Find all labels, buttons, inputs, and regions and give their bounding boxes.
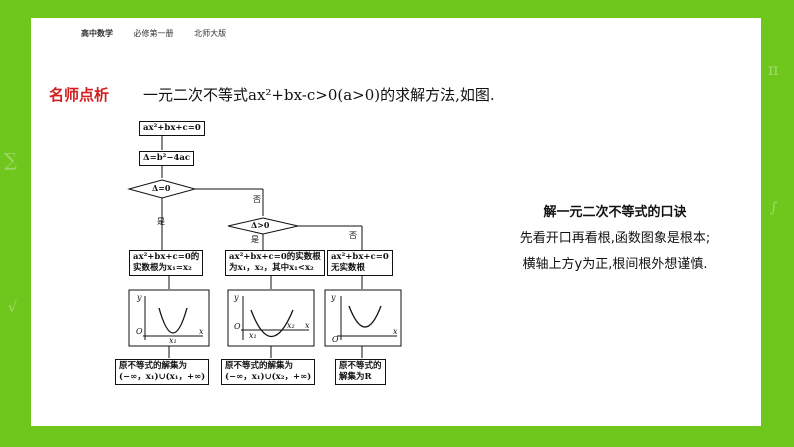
mnemonic-line-2: 横轴上方y为正,根间根外想谨慎.	[522, 257, 708, 272]
header-publisher: 北师大版	[194, 29, 227, 38]
section-tag: 名师点析	[49, 86, 110, 104]
intro-text: 一元二次不等式ax²+bx-c>0(a>0)的求解方法,如图.	[143, 86, 495, 104]
graph-1	[128, 289, 210, 347]
mnemonic-title: 解一元二次不等式的口诀	[543, 205, 687, 220]
graph-2-root-1: x₁	[249, 331, 257, 340]
chalk-decoration: ∫	[770, 200, 778, 216]
graph-2-root-2: x₂	[287, 321, 295, 330]
slide-card: 高中数学 必修第一册 北师大版 名师点析 一元二次不等式ax²+bx-c>0(a…	[31, 18, 761, 426]
yes-label-1: 是	[157, 217, 165, 226]
slide-header: 高中数学 必修第一册 北师大版	[81, 28, 244, 39]
no-label-1: 否	[253, 195, 261, 204]
mnemonic-panel: 解一元二次不等式的口诀 先看开口再看根,函数图象是根本; 横轴上方y为正,根间根…	[485, 200, 745, 278]
header-book: 必修第一册	[133, 29, 174, 38]
graph-3-origin: O	[332, 335, 339, 344]
mnemonic-line-1: 先看开口再看根,函数图象是根本;	[519, 231, 711, 246]
graph-1-y: y	[137, 293, 142, 302]
graph-2-origin: O	[234, 322, 241, 331]
header-subject: 高中数学	[81, 29, 113, 38]
side-tab	[751, 300, 761, 340]
graph-3-y: y	[331, 293, 336, 302]
case-2-box: ax²+bx+c=0的实数根为x₁，x₂，其中x₁<x₂	[225, 250, 325, 276]
cond-delta-zero: Δ=0	[152, 183, 171, 193]
chalk-decoration: ∑	[4, 150, 17, 171]
graph-1-origin: O	[136, 327, 143, 336]
graph-1-x: x	[199, 327, 204, 336]
cond-delta-positive: Δ>0	[251, 220, 270, 230]
case-1-box: ax²+bx+c=0的实数根为x₁=x₂	[129, 250, 204, 276]
yes-label-2: 是	[251, 235, 259, 244]
graph-3-x: x	[393, 327, 398, 336]
discriminant-box: Δ=b²−4ac	[139, 151, 195, 166]
equation-box: ax²+bx+c=0	[139, 121, 205, 136]
graph-3	[324, 289, 402, 347]
result-3-box: 原不等式的解集为R	[335, 359, 386, 385]
chalk-decoration: π	[768, 60, 779, 79]
graph-2	[227, 289, 315, 347]
graph-2-y: y	[234, 293, 239, 302]
graph-1-root: x₁	[169, 336, 177, 345]
result-2-box: 原不等式的解集为(−∞，x₁)∪(x₂，+∞)	[221, 359, 316, 385]
graph-2-x: x	[305, 321, 310, 330]
flowchart-lines	[127, 135, 402, 358]
result-1-box: 原不等式的解集为(−∞，x₁)∪(x₁，+∞)	[115, 359, 210, 385]
no-label-2: 否	[349, 231, 357, 240]
chalk-decoration: √	[8, 300, 17, 316]
